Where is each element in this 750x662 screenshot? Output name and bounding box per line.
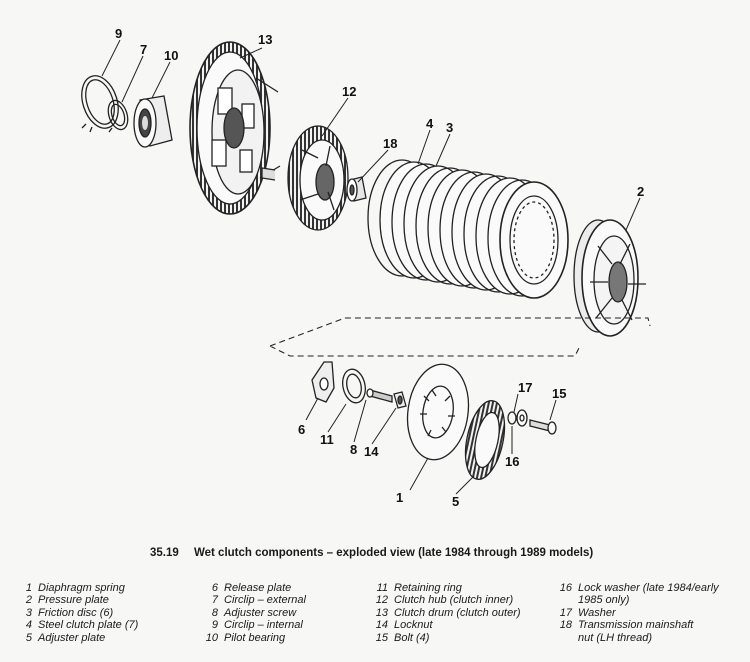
callout-14: 14	[364, 444, 379, 459]
callout-6: 6	[298, 422, 305, 437]
callout-12: 12	[342, 84, 356, 99]
washer	[516, 409, 528, 427]
adjuster-plate	[464, 400, 506, 480]
callout-1: 1	[396, 490, 403, 505]
callout-15: 15	[552, 386, 566, 401]
release-plate	[311, 361, 335, 403]
pilot-bearing	[133, 95, 173, 148]
callout-9: 9	[115, 26, 122, 41]
leader-lines	[101, 39, 641, 495]
diaphragm-spring	[406, 363, 470, 461]
exploded-view-diagram: 9 7 10 13 12 18 4 3 2 6 11 8 14 1 5 17 1…	[81, 26, 651, 509]
assembly-bracket	[269, 317, 651, 357]
callout-5: 5	[452, 494, 459, 509]
clutch-hub	[261, 125, 349, 231]
adjuster-screw	[366, 388, 393, 403]
pressure-plate	[573, 219, 646, 337]
callout-7: 7	[140, 42, 147, 57]
clutch-drum	[189, 41, 281, 215]
circlip-internal	[81, 75, 119, 133]
legend-item: nut (LH thread)	[578, 631, 652, 644]
callout-4: 4	[426, 116, 434, 131]
callout-11: 11	[320, 432, 334, 447]
circlip-external	[107, 99, 129, 133]
figure-caption: 35.19 Wet clutch components – exploded v…	[150, 547, 710, 559]
figure-number: 35.19	[150, 547, 179, 559]
clutch-plate-stack	[367, 159, 569, 299]
retaining-ring	[342, 368, 366, 404]
locknut	[393, 391, 407, 409]
callout-16: 16	[505, 454, 519, 469]
callout-18: 18	[383, 136, 397, 151]
callout-10: 10	[164, 48, 178, 63]
figure-title: Wet clutch components – exploded view (l…	[193, 547, 594, 559]
callout-17: 17	[518, 380, 532, 395]
bolt	[529, 419, 557, 435]
mainshaft-nut	[346, 176, 367, 202]
lock-washer	[507, 411, 517, 425]
callout-labels: 9 7 10 13 12 18 4 3 2 6 11 8 14 1 5 17 1…	[115, 26, 644, 509]
callout-2: 2	[637, 184, 644, 199]
callout-3: 3	[446, 120, 453, 135]
callout-13: 13	[258, 32, 272, 47]
legend-item: 1985 only)	[578, 594, 630, 607]
callout-8: 8	[350, 442, 357, 457]
